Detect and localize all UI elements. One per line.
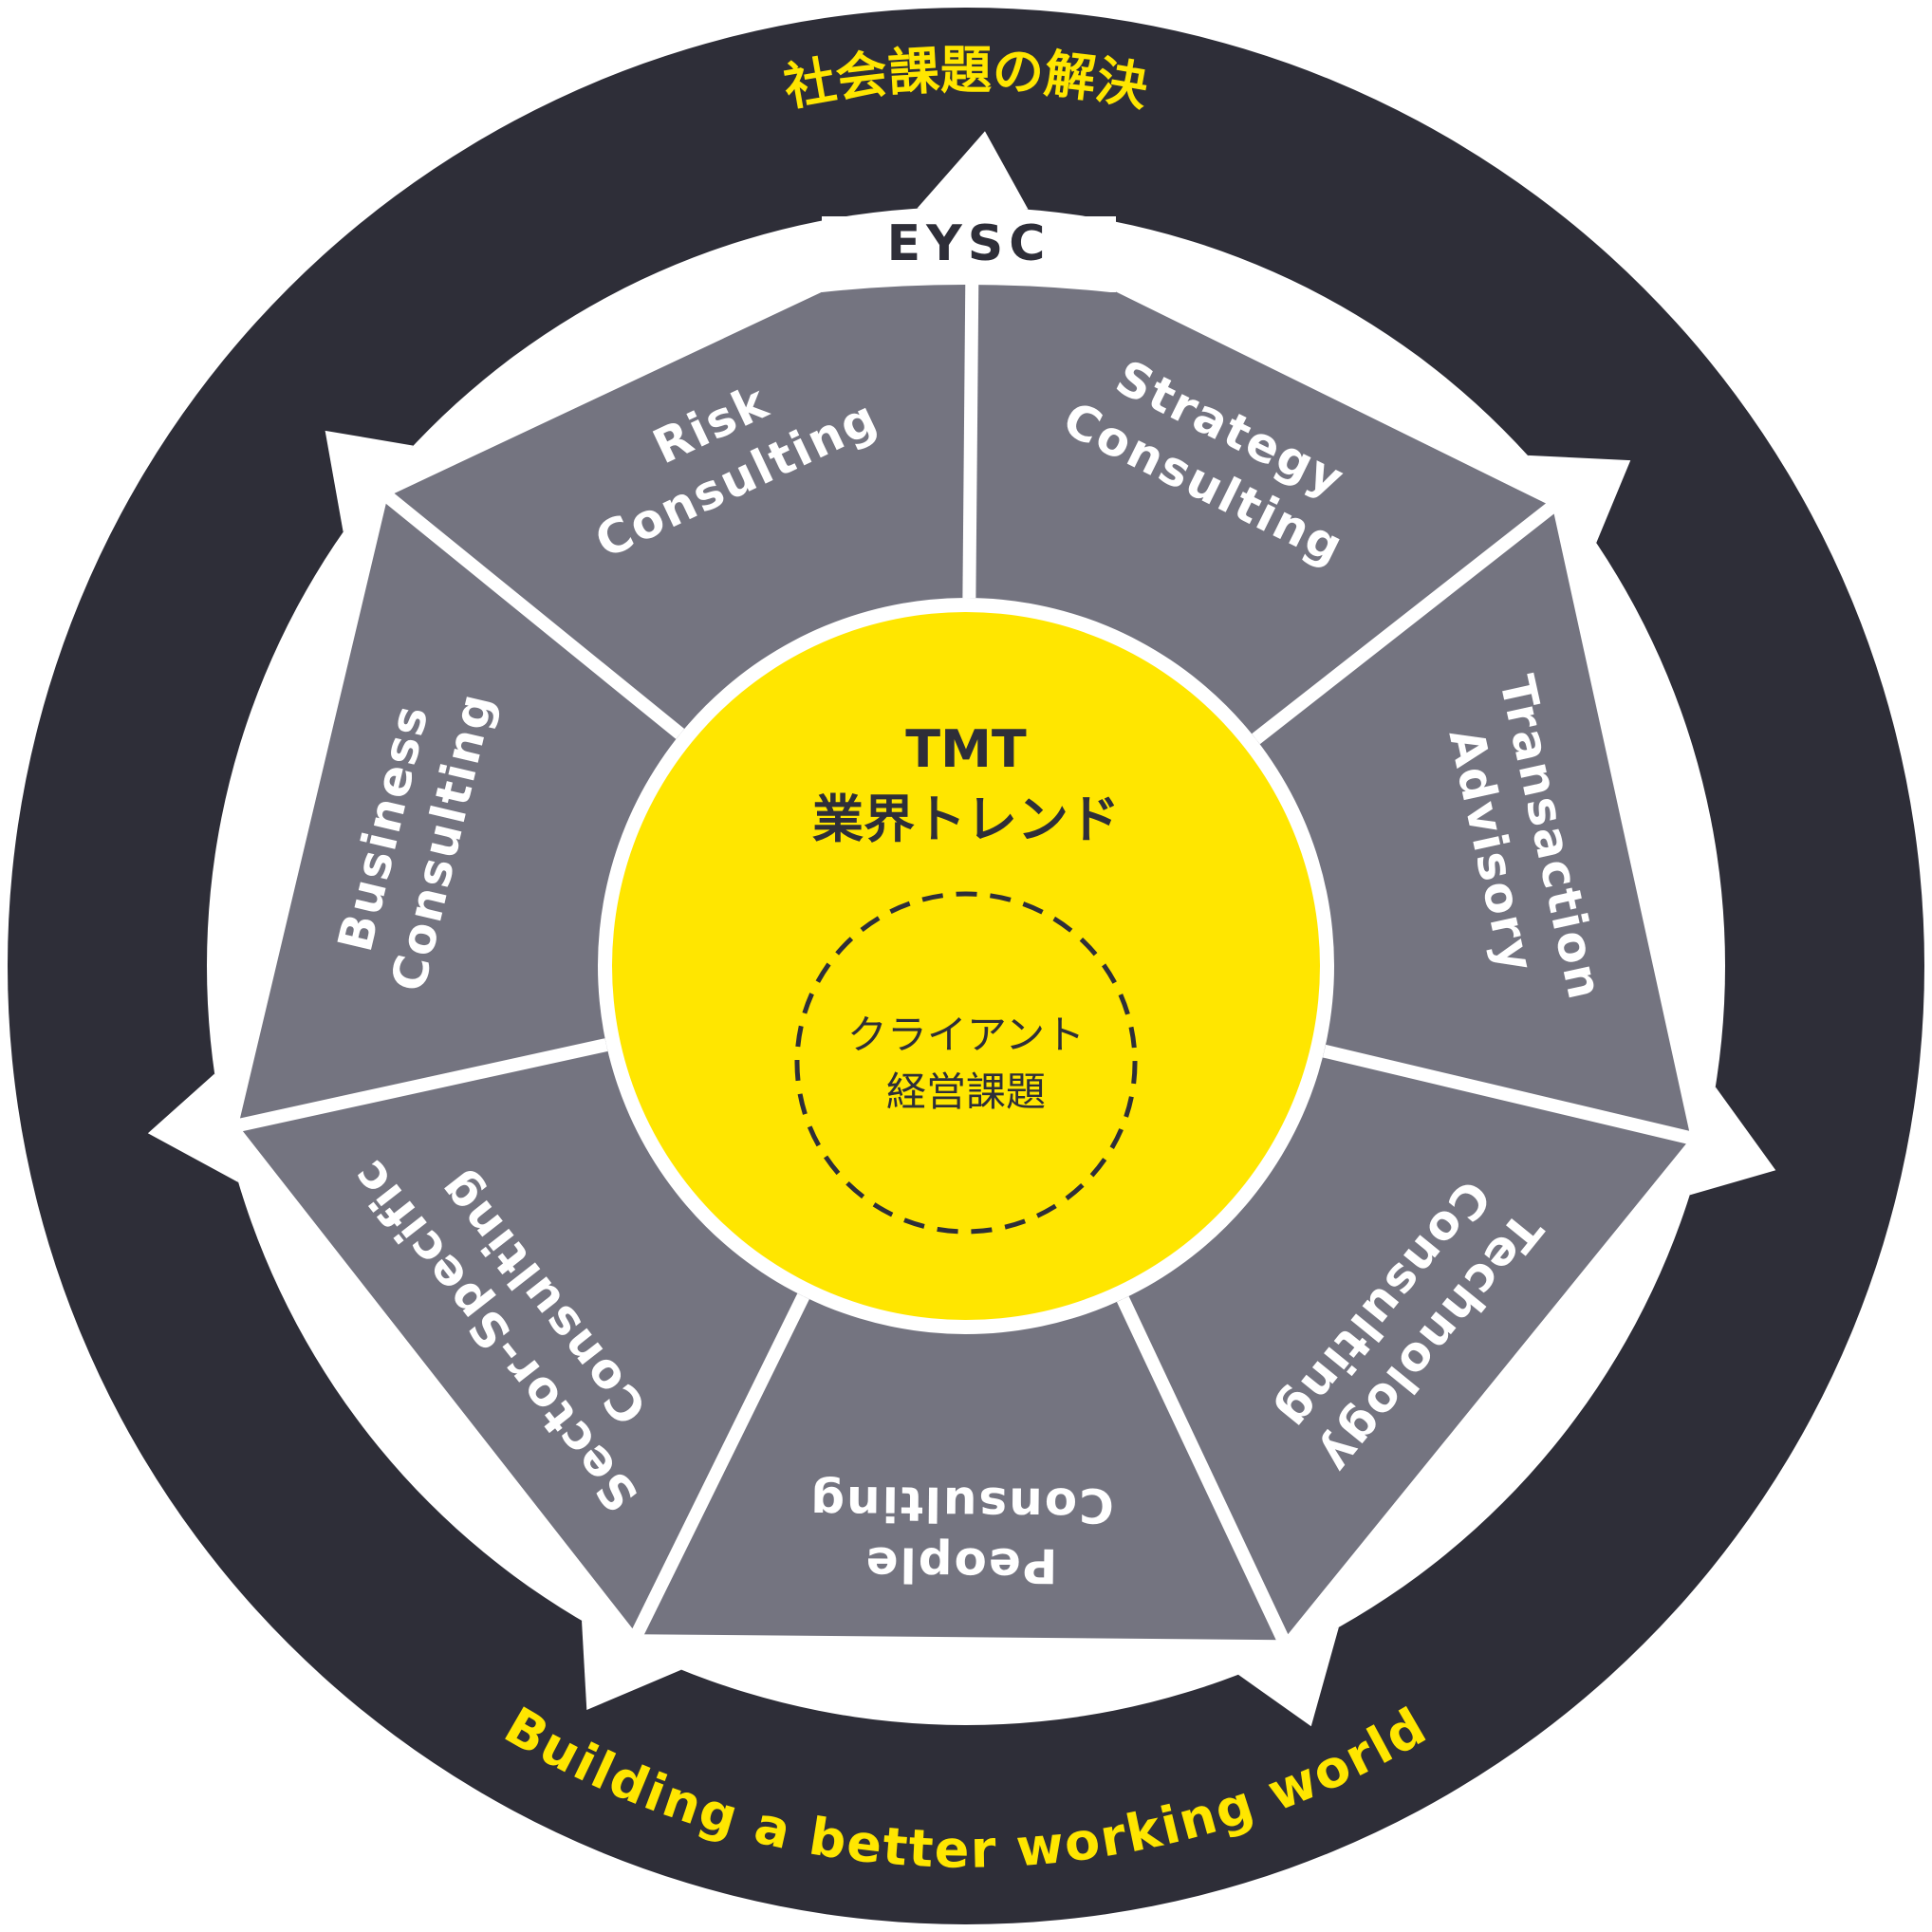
- segment-label-people: PeopleConsulting: [808, 1476, 1114, 1594]
- divider-line: [372, 482, 685, 739]
- segment-label-line1: People: [864, 1536, 1057, 1593]
- divider-line: [624, 1293, 809, 1650]
- divider-line: [1322, 1044, 1706, 1148]
- eysc-tag: EYSC: [822, 215, 1116, 292]
- segment-transaction: [1255, 506, 1691, 1139]
- segment-strategy: [969, 221, 1552, 739]
- arrow-icon: [325, 430, 414, 532]
- segment-business: [238, 496, 680, 1125]
- arrow-icon: [1237, 1626, 1339, 1727]
- center-title-line1: TMT: [905, 719, 1027, 779]
- divider-line: [223, 1038, 608, 1136]
- segment-people: [637, 1296, 1284, 1641]
- segment-label-line2: Consulting: [808, 1476, 1114, 1533]
- inner-dashed-circle: [794, 891, 1138, 1235]
- inner-label-line2: 経営課題: [886, 1068, 1046, 1115]
- segment-dividers: [223, 206, 1706, 1656]
- divider-line: [1116, 1296, 1296, 1656]
- arrow-icon: [147, 1073, 239, 1182]
- segment-sector-specific: [238, 1045, 804, 1635]
- cycle-arrows: [147, 131, 1776, 1727]
- inner-label-line1: クライアント: [847, 1012, 1085, 1058]
- arrow-icon: [582, 1620, 682, 1710]
- center-title-line2: 業界トレンド: [812, 790, 1120, 849]
- divider-line: [1252, 492, 1569, 745]
- segment-risk: [387, 221, 973, 734]
- service-segments: [238, 221, 1691, 1641]
- segment-technology: [1123, 1050, 1691, 1641]
- arrow-icon: [917, 131, 1029, 210]
- center-circle: [612, 612, 1320, 1320]
- arrow-icon: [1527, 455, 1631, 544]
- eysc-label: EYSC: [887, 215, 1051, 272]
- arrow-icon: [1689, 1087, 1776, 1196]
